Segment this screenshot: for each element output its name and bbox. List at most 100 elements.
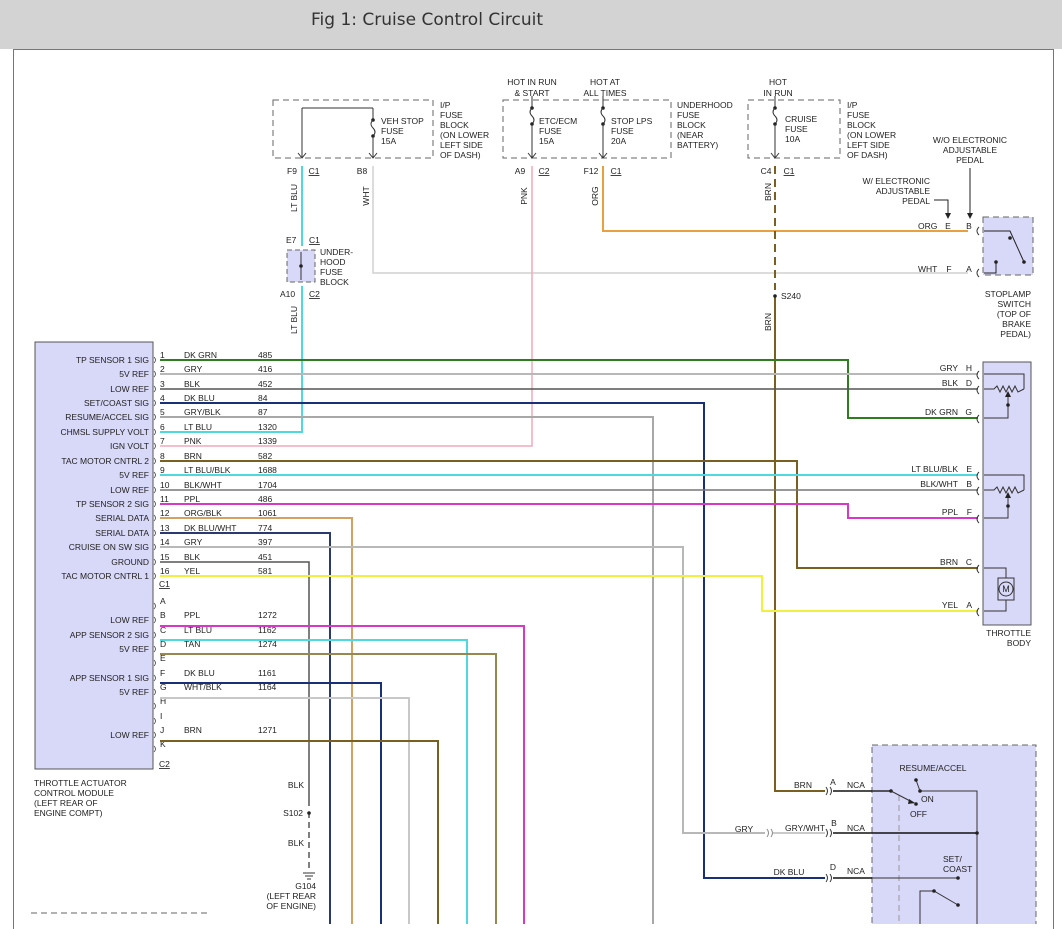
- arrow-icon: [945, 213, 951, 219]
- tp-sensor-2-potentiometer-resistor-icon: [984, 485, 1025, 495]
- tacm-pin-function: TP SENSOR 2 SIG: [76, 499, 149, 509]
- wire-pnk-ign-volt: [160, 166, 533, 447]
- tacm-pin-number: 10: [160, 480, 170, 490]
- stoplamp-switch-label: SWITCH: [997, 299, 1031, 309]
- connector-icon: [153, 514, 156, 522]
- pin-label: D: [830, 862, 836, 872]
- ip-fuse-block-label: LEFT SIDE: [440, 140, 483, 150]
- pin-label: A10: [280, 289, 295, 299]
- connector-icon: [976, 370, 980, 380]
- wire-color-label: DK BLU/WHT: [184, 523, 236, 533]
- ground-icon: [303, 872, 315, 880]
- pin-label: E: [945, 221, 951, 231]
- wire-color-label: DK GRN: [184, 350, 217, 360]
- set-coast-label: SET/: [943, 854, 963, 864]
- connector-icon: [153, 674, 156, 682]
- wire-label: BLK: [288, 780, 304, 790]
- wire-color-label: DK BLU: [184, 393, 215, 403]
- circuit-number: 1272: [258, 610, 277, 620]
- s240-splice-dot: [773, 294, 777, 298]
- wire-label: BLK: [288, 838, 304, 848]
- pin-label: G: [965, 407, 972, 417]
- tacm-label: ENGINE COMPT): [34, 808, 103, 818]
- throttle-actuator-control-module: [34, 341, 154, 770]
- underhood-fuse-block-label: BLOCK: [677, 120, 706, 130]
- wo-pedal-note: ADJUSTABLE: [943, 145, 997, 155]
- pin-label: A: [966, 600, 972, 610]
- cruise-fuse-label: 10A: [785, 134, 800, 144]
- wire-brn-cruise: [774, 296, 825, 792]
- connector-icon: [153, 442, 156, 450]
- connector-icon: [153, 702, 156, 710]
- wire-color-label: GRY: [940, 363, 959, 373]
- tacm-pin-function: LOW REF: [110, 730, 149, 740]
- tacm-pin-letter: A: [160, 596, 166, 606]
- ip-fuse-block-label: OF DASH): [440, 150, 481, 160]
- connector-icon: [153, 745, 156, 753]
- tacm-pin-letter: I: [160, 711, 162, 721]
- tacm-pin-letter: B: [160, 610, 166, 620]
- ip-fuse-block-cruise-label: FUSE: [847, 110, 870, 120]
- wire-label: ORG: [918, 221, 937, 231]
- underhood-fuse-block: [502, 99, 672, 159]
- connector-icon: [153, 602, 156, 610]
- wire-blk-451: [160, 561, 310, 806]
- tp-sensor-1-potentiometer-arrow-icon: [1005, 391, 1011, 397]
- circuit-number: 84: [258, 393, 268, 403]
- connector-label: C1: [309, 235, 320, 245]
- circuit-number: 452: [258, 379, 272, 389]
- tacm-pin-number: 11: [160, 494, 169, 504]
- tacm-pin-letter: H: [160, 696, 166, 706]
- switch-contact-icon: [984, 230, 1025, 263]
- wire-wht-blk-1164: [160, 697, 410, 924]
- wire-color-label: BRN: [184, 725, 202, 735]
- switch-contact-icon: [984, 262, 997, 274]
- pin-label: H: [966, 363, 972, 373]
- wire-label-lt-blu: LT BLU: [289, 184, 299, 212]
- connector-icon: [153, 500, 156, 508]
- connector-icon: [976, 607, 980, 617]
- on-label: ON: [921, 794, 934, 804]
- tacm-pin-number: 8: [160, 451, 165, 461]
- wire-gry-blk-87: [160, 416, 654, 924]
- connector-icon: [976, 414, 980, 424]
- connector-icon: [153, 370, 156, 378]
- tacm-pin-function: 5V REF: [119, 687, 149, 697]
- connector-icon: [976, 486, 980, 496]
- tp-sensor-2-potentiometer-wiper: [984, 493, 1009, 519]
- wire-color-label: GRY: [184, 537, 203, 547]
- throttle-body-label: THROTTLE: [986, 628, 1031, 638]
- wire-color-label: GRY/BLK: [184, 407, 221, 417]
- pin-label: E: [966, 464, 972, 474]
- underhood-fuse-block-label: FUSE: [677, 110, 700, 120]
- wire-color-label: BLK: [184, 552, 200, 562]
- circuit-number: 1164: [258, 682, 277, 692]
- circuit-number: 1274: [258, 639, 277, 649]
- motor-symbol-label: M: [1002, 584, 1010, 594]
- tacm-pin-function: TAC MOTOR CNTRL 1: [61, 571, 149, 581]
- pin-label: B: [966, 479, 972, 489]
- junction-dot: [1008, 236, 1012, 240]
- tacm-pin-letter: D: [160, 639, 166, 649]
- tacm-pin-letter: F: [160, 668, 165, 678]
- wire-label-brn: BRN: [763, 313, 773, 331]
- connector-icon: [153, 543, 156, 551]
- wire-color-label: PPL: [942, 507, 958, 517]
- tacm-pin-function: LOW REF: [110, 384, 149, 394]
- etc-ecm-fuse-element-icon: [529, 107, 535, 125]
- circuit-number: 485: [258, 350, 272, 360]
- circuit-number: 451: [258, 552, 272, 562]
- veh-stop-fuse-label: FUSE: [381, 126, 404, 136]
- connector-icon: [153, 457, 156, 465]
- underhood-fuse-block-small-label: BLOCK: [320, 277, 349, 287]
- tacm-pin-function: CRUISE ON SW SIG: [69, 542, 149, 552]
- tacm-pin-function: GROUND: [111, 557, 149, 567]
- junction-dot: [956, 876, 960, 880]
- wire-label-brn: BRN: [763, 183, 773, 201]
- wire-lt-blu-1162: [160, 639, 468, 924]
- wire-color-label: GRY/WHT: [785, 823, 825, 833]
- circuit-number: 87: [258, 407, 268, 417]
- wire-color-label: PPL: [184, 610, 200, 620]
- switch-bus: [920, 790, 978, 924]
- wire-gry-397: [160, 546, 765, 834]
